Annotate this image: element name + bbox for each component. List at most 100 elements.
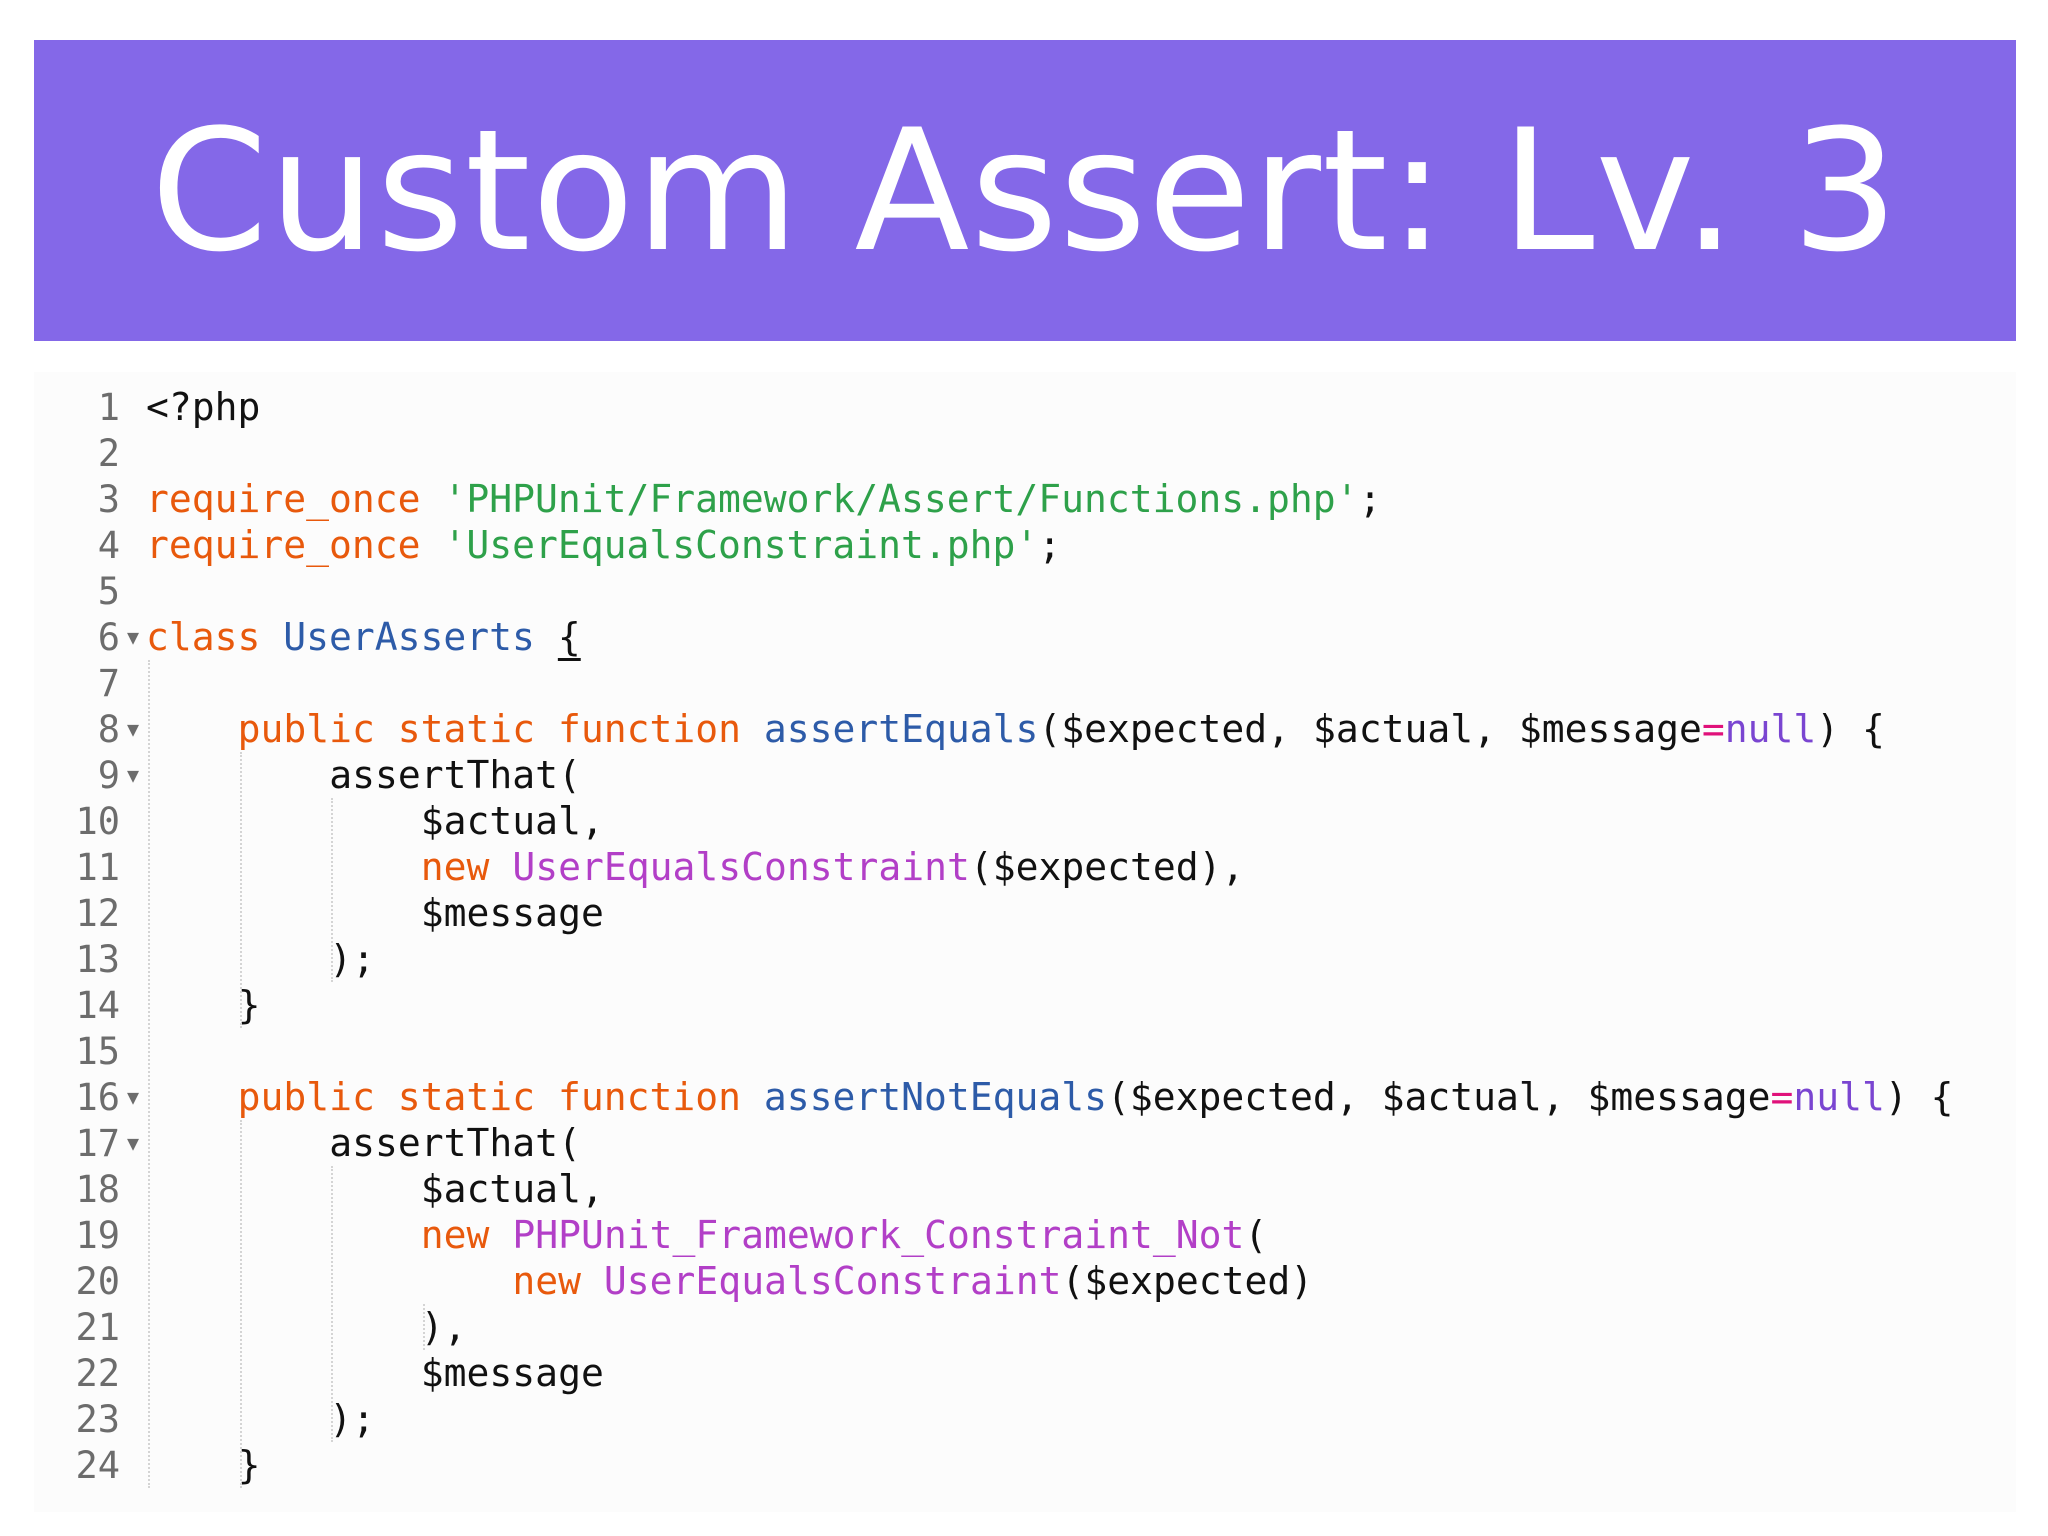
line-number: 5 bbox=[34, 568, 144, 614]
line-number-text: 4 bbox=[97, 523, 120, 567]
code-token-func: assertEquals bbox=[763, 707, 1039, 751]
line-number-text: 5 bbox=[97, 569, 120, 613]
line-number: 17▼ bbox=[34, 1120, 144, 1166]
line-number: 14 bbox=[34, 982, 144, 1028]
code-token-plain: $actual, bbox=[420, 799, 604, 843]
code-token-keyword: require_once bbox=[146, 523, 421, 567]
indent-guide bbox=[239, 752, 242, 1028]
code-line[interactable]: } bbox=[238, 982, 261, 1028]
line-number-text: 20 bbox=[75, 1259, 120, 1303]
code-line[interactable]: new UserEqualsConstraint($expected), bbox=[421, 844, 1245, 890]
line-number: 1 bbox=[34, 384, 144, 430]
code-token-keyword: function bbox=[557, 1075, 741, 1119]
fold-arrow-icon[interactable]: ▼ bbox=[126, 763, 140, 787]
code-token-plain bbox=[535, 615, 558, 659]
code-token-plain bbox=[421, 523, 444, 567]
code-token-keyword: new bbox=[420, 1213, 490, 1257]
line-number-text: 11 bbox=[75, 845, 120, 889]
code-line[interactable]: class UserAsserts { bbox=[146, 614, 581, 660]
code-line[interactable]: $actual, bbox=[421, 798, 604, 844]
code-token-plain: } bbox=[237, 1443, 261, 1487]
line-number-text: 10 bbox=[75, 799, 120, 843]
code-token-plain: ); bbox=[329, 937, 375, 981]
code-line[interactable]: $actual, bbox=[421, 1166, 604, 1212]
fold-arrow-icon[interactable]: ▼ bbox=[126, 625, 140, 649]
code-line[interactable]: require_once 'UserEqualsConstraint.php'; bbox=[146, 522, 1061, 568]
line-number: 8▼ bbox=[34, 706, 144, 752]
code-line[interactable]: ), bbox=[421, 1304, 467, 1350]
code-token-class: UserEqualsConstraint bbox=[512, 845, 970, 889]
indent-guide bbox=[331, 1166, 334, 1442]
code-line[interactable]: $message bbox=[421, 1350, 604, 1396]
line-number-text: 19 bbox=[75, 1213, 120, 1257]
code-token-string: 'PHPUnit/Framework/Assert/Functions.php' bbox=[443, 477, 1359, 521]
code-token-keyword: function bbox=[557, 707, 741, 751]
code-token-keyword: public bbox=[237, 707, 375, 751]
code-line[interactable]: assertThat( bbox=[329, 752, 581, 798]
code-token-null: null bbox=[1793, 1075, 1885, 1119]
code-token-keyword: public bbox=[237, 1075, 375, 1119]
code-token-string: 'UserEqualsConstraint.php' bbox=[443, 523, 1039, 567]
line-number: 7 bbox=[34, 660, 144, 706]
fold-arrow-icon[interactable]: ▼ bbox=[126, 1131, 140, 1155]
code-token-plain: ); bbox=[329, 1397, 375, 1441]
code-token-plain bbox=[375, 707, 398, 751]
code-line[interactable]: public static function assertEquals($exp… bbox=[238, 706, 1885, 752]
line-number: 6▼ bbox=[34, 614, 144, 660]
code-token-plain: $actual, bbox=[420, 1167, 604, 1211]
code-line[interactable]: ); bbox=[329, 1396, 375, 1442]
fold-arrow-icon[interactable]: ▼ bbox=[126, 717, 140, 741]
line-number: 10 bbox=[34, 798, 144, 844]
code-line[interactable]: assertThat( bbox=[329, 1120, 581, 1166]
code-line[interactable]: new UserEqualsConstraint($expected) bbox=[512, 1258, 1313, 1304]
code-token-func: assertNotEquals bbox=[763, 1075, 1108, 1119]
code-token-plain bbox=[489, 1213, 512, 1257]
line-number-text: 9 bbox=[97, 753, 120, 797]
code-line[interactable]: new PHPUnit_Framework_Constraint_Not( bbox=[421, 1212, 1268, 1258]
code-token-plain bbox=[535, 707, 558, 751]
code-token-keyword: class bbox=[146, 615, 261, 659]
code-token-plain: assertThat( bbox=[329, 753, 581, 797]
code-token-plain bbox=[260, 615, 283, 659]
line-number-text: 2 bbox=[97, 431, 120, 475]
code-token-class: UserEqualsConstraint bbox=[603, 1259, 1062, 1303]
line-number-text: 6 bbox=[97, 615, 120, 659]
line-number: 11 bbox=[34, 844, 144, 890]
code-line[interactable]: public static function assertNotEquals($… bbox=[238, 1074, 1954, 1120]
code-token-plain bbox=[741, 1075, 764, 1119]
line-number-text: 15 bbox=[75, 1029, 120, 1073]
code-token-keyword: static bbox=[397, 707, 536, 751]
line-number: 20 bbox=[34, 1258, 144, 1304]
code-line[interactable]: <?php bbox=[146, 384, 260, 430]
code-token-keyword: new bbox=[420, 845, 490, 889]
code-token-plain: ; bbox=[1038, 523, 1062, 567]
code-line[interactable]: $message bbox=[421, 890, 604, 936]
line-number-text: 23 bbox=[75, 1397, 120, 1441]
code-token-plain bbox=[421, 477, 444, 521]
line-number-text: 24 bbox=[75, 1443, 120, 1487]
line-number-text: 22 bbox=[75, 1351, 120, 1395]
title-banner: Custom Assert: Lv. 3 bbox=[34, 40, 2016, 341]
code-token-plain bbox=[535, 1075, 558, 1119]
indent-guide bbox=[422, 1304, 425, 1350]
fold-arrow-icon[interactable]: ▼ bbox=[126, 1085, 140, 1109]
line-number: 18 bbox=[34, 1166, 144, 1212]
line-number-text: 14 bbox=[75, 983, 120, 1027]
code-line[interactable]: ); bbox=[329, 936, 375, 982]
line-number-text: 12 bbox=[75, 891, 120, 935]
code-token-plain: ( bbox=[1244, 1213, 1268, 1257]
code-line[interactable]: } bbox=[238, 1442, 261, 1488]
line-number-text: 8 bbox=[97, 707, 120, 751]
line-number: 21 bbox=[34, 1304, 144, 1350]
code-token-plain bbox=[489, 845, 512, 889]
code-token-plain bbox=[375, 1075, 398, 1119]
line-number: 12 bbox=[34, 890, 144, 936]
line-number: 4 bbox=[34, 522, 144, 568]
code-token-plain: $message bbox=[420, 1351, 604, 1395]
code-line[interactable]: require_once 'PHPUnit/Framework/Assert/F… bbox=[146, 476, 1381, 522]
code-token-op: = bbox=[1701, 707, 1725, 751]
code-token-keyword: static bbox=[397, 1075, 536, 1119]
code-token-plain: $message bbox=[420, 891, 604, 935]
slide-title: Custom Assert: Lv. 3 bbox=[150, 92, 1900, 289]
